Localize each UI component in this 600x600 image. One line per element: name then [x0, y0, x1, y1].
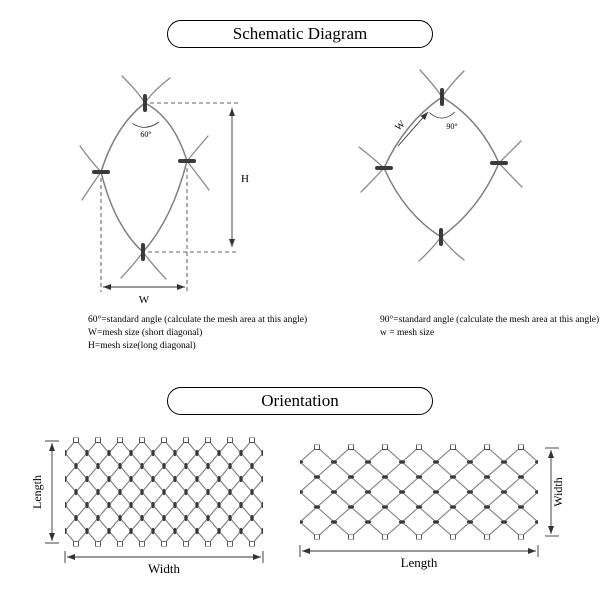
right-diagram-notes: 90°=standard angle (calculate the mesh a…: [380, 314, 599, 340]
note-line: 90°=standard angle (calculate the mesh a…: [380, 315, 600, 325]
w-edge-arrow: [397, 111, 429, 147]
mesh-panel-right-ferrules: [300, 444, 538, 540]
width-label-right: Width: [551, 477, 565, 507]
angle-arc-60: [132, 121, 160, 128]
schematic-title-text: Schematic Diagram: [232, 24, 368, 43]
w-dimension-label: W: [139, 294, 150, 306]
ferrule-clamps-left-diagram: [92, 94, 196, 261]
schematic-left-mesh: 60° H W: [79, 75, 249, 306]
left-diagram-notes: 60°=standard angle (calculate the mesh a…: [88, 314, 307, 353]
length-label-left: Length: [30, 475, 44, 509]
length-label-right: Length: [401, 555, 438, 570]
ferrule-clamps-right-diagram: [375, 88, 508, 246]
mesh-panel-left-ferrules: [65, 437, 263, 547]
schematic-right-mesh: 90° W: [358, 69, 523, 262]
h-dimension-label: H: [241, 173, 249, 185]
orientation-title-text: Orientation: [261, 391, 339, 410]
orientation-section-title: Orientation: [167, 387, 433, 415]
angle-label-60: 60°: [140, 130, 151, 139]
orientation-right-panel: Width Length: [299, 444, 565, 570]
note-line: H=mesh size(long diagonal): [88, 341, 196, 351]
note-line: 60°=standard angle (calculate the mesh a…: [88, 315, 308, 325]
width-label-left: Width: [148, 561, 180, 576]
note-line: w = mesh size: [380, 328, 435, 338]
angle-label-90: 90°: [446, 122, 457, 131]
orientation-left-panel: Length Width: [30, 437, 264, 576]
angle-arc-90: [429, 111, 456, 119]
note-line: W=mesh size (short diagonal): [88, 328, 203, 338]
schematic-section-title: Schematic Diagram: [167, 20, 433, 48]
